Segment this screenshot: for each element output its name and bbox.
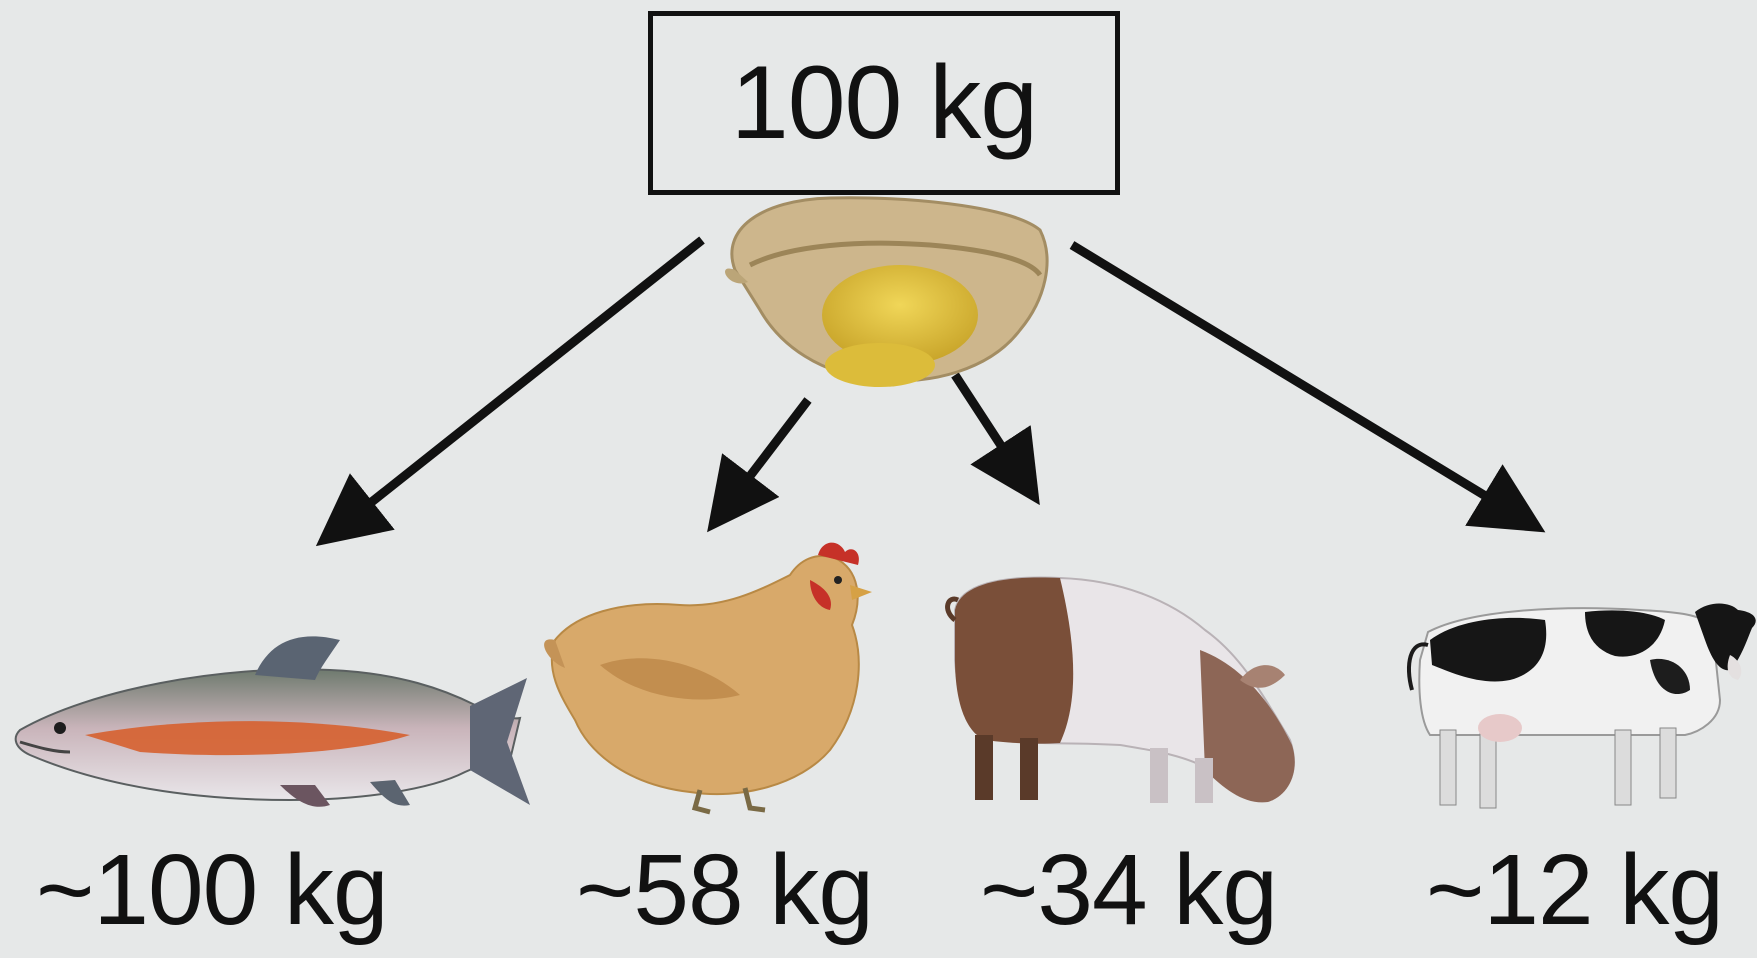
grain-sack-icon xyxy=(725,198,1047,387)
fish-yield-label: ~100 kg xyxy=(36,840,388,940)
arrow-to-pig xyxy=(955,375,1030,490)
arrow-to-cow xyxy=(1072,245,1530,523)
pig-yield-label: ~34 kg xyxy=(980,840,1277,940)
arrow-to-chicken xyxy=(718,400,808,518)
chicken-yield-label: ~58 kg xyxy=(576,840,873,940)
arrow-to-fish xyxy=(330,240,702,535)
cow-icon xyxy=(1409,604,1756,809)
fish-icon xyxy=(16,636,530,806)
source-weight-box: 100 kg xyxy=(648,11,1120,195)
chicken-icon xyxy=(544,543,872,812)
pig-icon xyxy=(948,577,1295,803)
cow-yield-label: ~12 kg xyxy=(1426,840,1723,940)
source-weight-label: 100 kg xyxy=(731,51,1037,155)
